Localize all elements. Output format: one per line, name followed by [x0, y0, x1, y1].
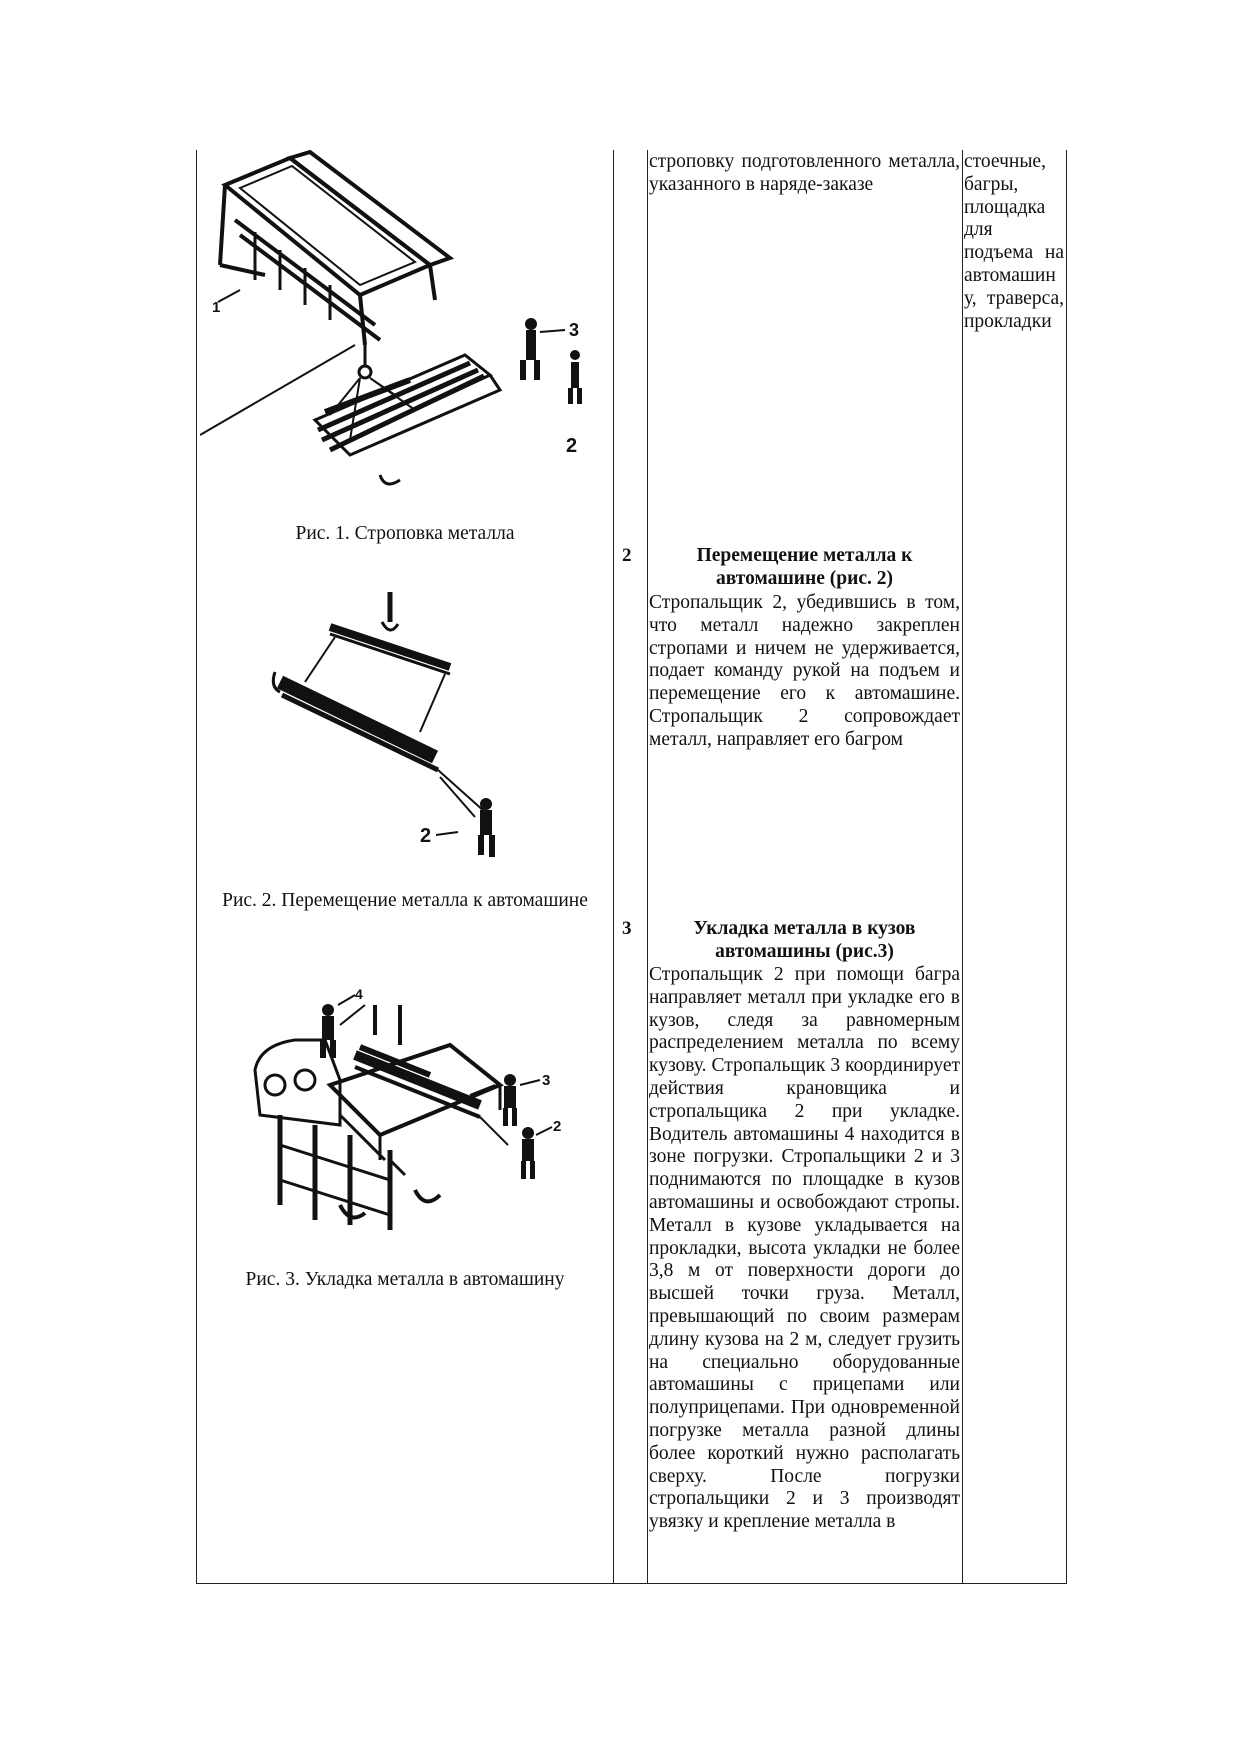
step-3-title: Укладка металла в кузов автомашины (рис.… — [693, 918, 916, 962]
table-border-col2 — [613, 150, 614, 1583]
fig3-label-4: 4 — [355, 986, 363, 1002]
step-2-title: Перемещение металла к автомашине (рис. 2… — [696, 545, 913, 589]
fig3-label-3: 3 — [542, 1072, 550, 1089]
table-border-bottom — [196, 1583, 1067, 1584]
table-border-col4 — [962, 150, 963, 1583]
figure-3-loading: 4 3 2 — [240, 985, 570, 1235]
table-border-col3 — [647, 150, 648, 1583]
figure-2-moving: 2 — [270, 592, 530, 862]
step-3-number: 3 — [622, 918, 632, 939]
figure-1-caption: Рис. 1. Строповка металла — [295, 523, 515, 544]
table-border-right — [1066, 150, 1067, 1583]
fig1-label-3: 3 — [569, 320, 579, 340]
figure-3-caption: Рис. 3. Укладка металла в автомашину — [245, 1269, 565, 1290]
row1-description: строповку подготовленного металла, указа… — [649, 151, 960, 195]
fig2-label-2: 2 — [420, 825, 431, 847]
step-2-number: 2 — [622, 545, 632, 566]
fig1-label-2: 2 — [566, 435, 577, 457]
figure-1-slinging: 3 2 1 — [200, 150, 610, 490]
fig1-label-1: 1 — [212, 299, 220, 316]
step-3-description: Стропальщик 2 при помощи багра направляе… — [649, 964, 960, 1533]
step-2-description: Стропальщик 2, убедившись в том, что мет… — [649, 592, 960, 750]
row1-tools: стоечные, багры, площадка для подъема на… — [964, 151, 1064, 332]
fig3-label-2: 2 — [553, 1118, 561, 1135]
table-border-left — [196, 150, 197, 1583]
figure-2-caption: Рис. 2. Перемещение металла к автомашине — [222, 890, 588, 911]
